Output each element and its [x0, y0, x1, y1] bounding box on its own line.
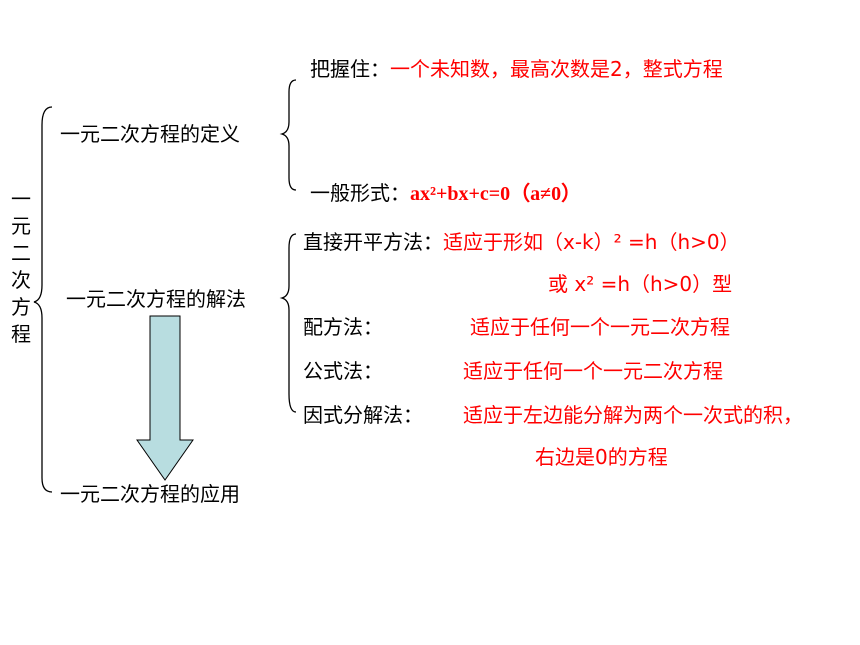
methods-brace — [279, 233, 297, 413]
grasp-text: 一个未知数，最高次数是2，整式方程 — [390, 57, 723, 81]
formula-text: 适应于任何一个一元二次方程 — [463, 359, 723, 383]
direct-root-label: 直接开平方法： — [303, 230, 443, 254]
direct-root-text: 适应于形如（x-k）² =h（h>0） — [443, 230, 740, 254]
branch-application: 一元二次方程的应用 — [60, 482, 240, 506]
complete-square-text: 适应于任何一个一元二次方程 — [470, 315, 730, 339]
direct-root-text-2: 或 x² =h（h>0）型 — [548, 272, 733, 296]
direct-root-row: 直接开平方法：适应于形如（x-k）² =h（h>0） — [303, 230, 740, 254]
grasp-row: 把握住：一个未知数，最高次数是2，整式方程 — [310, 57, 723, 81]
branch-definition: 一元二次方程的定义 — [60, 122, 240, 146]
root-title: 一元二次方程 — [11, 187, 31, 346]
general-form-text: ax²+bx+c=0（a≠0） — [410, 183, 582, 205]
down-arrow — [136, 315, 194, 481]
complete-square-label: 配方法： — [303, 315, 383, 339]
general-form-row: 一般形式：ax²+bx+c=0（a≠0） — [310, 181, 581, 206]
general-form-label: 一般形式： — [310, 181, 410, 205]
branch-solutions: 一元二次方程的解法 — [66, 287, 246, 311]
factoring-text: 适应于左边能分解为两个一次式的积， — [463, 403, 803, 427]
grasp-label: 把握住： — [310, 57, 390, 81]
factoring-text-2: 右边是0的方程 — [535, 445, 668, 469]
factoring-label: 因式分解法： — [303, 403, 423, 427]
root-brace — [33, 106, 53, 493]
formula-label: 公式法： — [303, 359, 383, 383]
definition-brace — [279, 79, 297, 191]
